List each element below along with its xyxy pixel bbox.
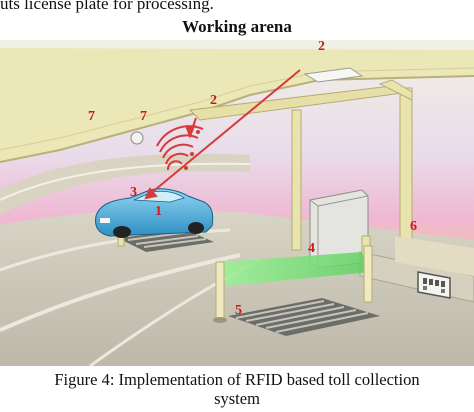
label-1: 1 [155, 204, 162, 219]
display-screen [417, 271, 451, 299]
green-sensor-beam [222, 252, 370, 286]
signal-arrows [144, 69, 301, 200]
caption-line-2: system [214, 389, 260, 408]
overhead-light [303, 67, 364, 83]
diagram-title: Working arena [182, 17, 292, 36]
figure-caption: Figure 4: Implementation of RFID based t… [0, 370, 474, 408]
treadle-grid-pad [228, 298, 380, 336]
label-2-mid: 2 [210, 93, 217, 108]
rf-signal-waves [156, 125, 204, 171]
label-7-left: 7 [88, 109, 95, 124]
label-3: 3 [130, 185, 137, 200]
preceding-text-line: uts license plate for processing. [0, 0, 214, 13]
label-5: 5 [235, 303, 242, 318]
signal-lamp [130, 131, 144, 145]
toll-plaza-illustration: 2 2 7 7 3 1 4 5 6 [0, 40, 474, 366]
label-2-top: 2 [318, 40, 325, 54]
label-6: 6 [410, 219, 417, 234]
label-4: 4 [308, 241, 315, 256]
car [95, 188, 214, 238]
caption-line-1: Figure 4: Implementation of RFID based t… [54, 370, 420, 389]
label-7-right: 7 [140, 109, 147, 124]
